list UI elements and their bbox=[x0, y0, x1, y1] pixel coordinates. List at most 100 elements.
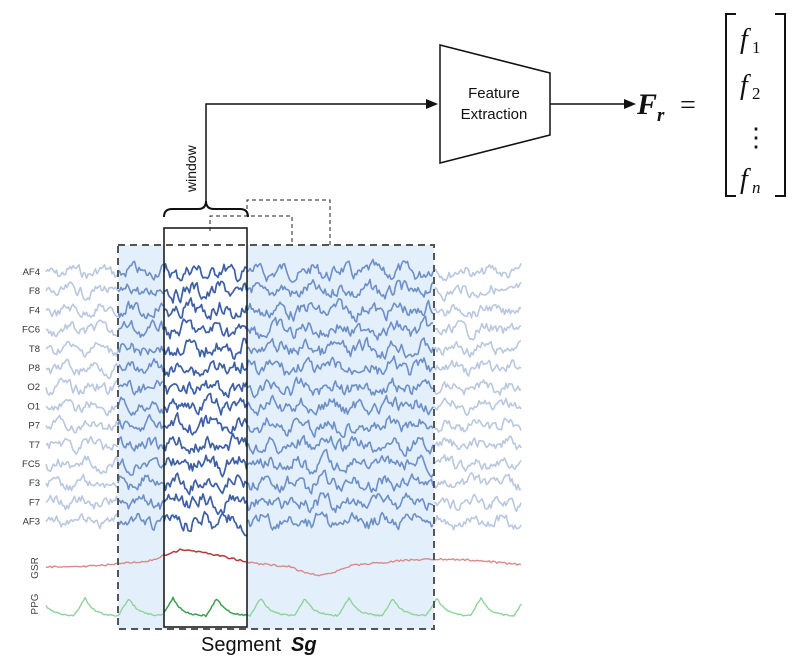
eeg-trace-segment-left bbox=[117, 379, 164, 396]
channel-label: FC5 bbox=[22, 459, 40, 470]
eeg-trace-segment-left bbox=[117, 342, 164, 356]
channel-label: P8 bbox=[28, 363, 40, 374]
eeg-trace-left bbox=[45, 340, 119, 358]
channel-label: FC6 bbox=[22, 325, 40, 336]
eeg-trace-left bbox=[45, 455, 119, 475]
eeg-trace-segment-left bbox=[117, 319, 164, 338]
channel-label: T7 bbox=[29, 440, 40, 451]
eeg-trace-window bbox=[163, 379, 248, 399]
eeg-trace-segment-left bbox=[117, 300, 164, 320]
feature-f2-sub: 2 bbox=[752, 84, 761, 103]
eeg-trace-segment-left bbox=[117, 512, 164, 531]
eeg-trace-left bbox=[45, 494, 119, 511]
eeg-trace-segment bbox=[246, 258, 434, 283]
eeg-trace-segment bbox=[246, 434, 434, 457]
gsr-trace bbox=[45, 554, 165, 569]
window-brace bbox=[163, 200, 249, 218]
eeg-trace-left bbox=[45, 435, 119, 455]
channel-label: P7 bbox=[28, 421, 40, 432]
eeg-trace-right bbox=[433, 281, 522, 302]
eeg-trace-right bbox=[433, 320, 522, 341]
eeg-trace-right bbox=[433, 303, 522, 319]
eeg-trace-right bbox=[433, 379, 522, 396]
eeg-trace-window bbox=[163, 280, 248, 304]
eeg-trace-segment-left bbox=[117, 436, 164, 452]
physio-channel-label: PPG bbox=[30, 593, 41, 614]
next-window-indicator-1 bbox=[209, 215, 293, 245]
eeg-trace-window bbox=[163, 392, 248, 416]
eeg-trace-segment bbox=[246, 298, 434, 323]
eeg-trace-window bbox=[163, 472, 248, 496]
signal-traces bbox=[45, 258, 522, 617]
ppg-trace-window bbox=[163, 596, 247, 618]
channel-label: O1 bbox=[27, 401, 40, 412]
eeg-trace-window bbox=[163, 454, 248, 478]
eeg-trace-right bbox=[433, 514, 522, 531]
eeg-trace-window bbox=[163, 493, 248, 516]
channel-label: AF3 bbox=[23, 517, 40, 528]
feature-extraction-box bbox=[439, 44, 551, 164]
eeg-trace-segment-left bbox=[117, 260, 164, 281]
physio-channel-label: GSR bbox=[30, 557, 41, 579]
arrowhead-2 bbox=[624, 99, 636, 109]
eeg-trace-right bbox=[433, 493, 522, 513]
eeg-trace-right bbox=[433, 435, 522, 450]
eeg-trace-segment bbox=[246, 315, 433, 341]
feature-vector-subscript: r bbox=[657, 105, 665, 126]
eeg-trace-segment-left bbox=[117, 494, 164, 510]
segment-label: Segment bbox=[201, 634, 281, 656]
eeg-trace-segment bbox=[246, 278, 434, 300]
ppg-trace bbox=[45, 596, 164, 617]
segment-border bbox=[117, 244, 435, 630]
eeg-trace-segment bbox=[246, 415, 434, 438]
feature-vector-symbol: F bbox=[636, 88, 657, 121]
next-window-indicator-2 bbox=[246, 199, 331, 245]
eeg-trace-segment-left bbox=[117, 396, 164, 417]
eeg-trace-right bbox=[433, 263, 522, 282]
eeg-trace-window bbox=[163, 510, 247, 537]
channel-label: F7 bbox=[29, 497, 40, 508]
channel-label: O2 bbox=[27, 382, 40, 393]
eeg-trace-segment bbox=[246, 492, 434, 514]
eeg-trace-right bbox=[433, 472, 522, 491]
eeg-trace-window bbox=[163, 412, 248, 436]
eeg-trace-left bbox=[45, 264, 119, 280]
eeg-trace-segment-left bbox=[117, 457, 164, 476]
eeg-trace-segment bbox=[246, 511, 434, 531]
eeg-trace-segment-left bbox=[117, 474, 164, 491]
window-frame bbox=[163, 227, 248, 628]
eeg-trace-right bbox=[433, 397, 522, 417]
eeg-trace-window bbox=[163, 337, 248, 360]
eeg-trace-left bbox=[45, 319, 119, 338]
eeg-trace-right bbox=[433, 417, 522, 433]
feature-f2: f bbox=[740, 70, 751, 101]
gsr-trace-window bbox=[164, 548, 247, 563]
eeg-trace-segment bbox=[247, 448, 434, 479]
eeg-trace-window bbox=[163, 297, 248, 321]
eeg-trace-left bbox=[45, 473, 119, 492]
channel-label: F3 bbox=[29, 478, 40, 489]
eeg-trace-left bbox=[45, 414, 119, 434]
eeg-trace-segment-left bbox=[117, 358, 164, 374]
eeg-trace-left bbox=[45, 513, 119, 530]
eeg-trace-right bbox=[433, 359, 522, 377]
eeg-trace-segment bbox=[246, 336, 434, 360]
vertical-dots: ⋮ bbox=[743, 123, 769, 152]
eeg-trace-window bbox=[163, 360, 248, 378]
eeg-trace-segment bbox=[246, 376, 434, 399]
eeg-trace-left bbox=[45, 377, 119, 396]
feature-fn: f bbox=[740, 164, 751, 195]
eeg-trace-segment bbox=[246, 355, 434, 376]
window-background bbox=[164, 228, 247, 627]
eeg-trace-left bbox=[45, 358, 119, 380]
window-label: window bbox=[183, 144, 199, 193]
arrowhead-1 bbox=[426, 99, 438, 109]
right-bracket bbox=[775, 13, 786, 197]
eeg-trace-window bbox=[163, 318, 248, 340]
equals-sign: = bbox=[680, 90, 696, 121]
left-bracket bbox=[725, 13, 736, 197]
eeg-trace-segment bbox=[246, 394, 434, 417]
channel-label: F8 bbox=[29, 286, 40, 297]
